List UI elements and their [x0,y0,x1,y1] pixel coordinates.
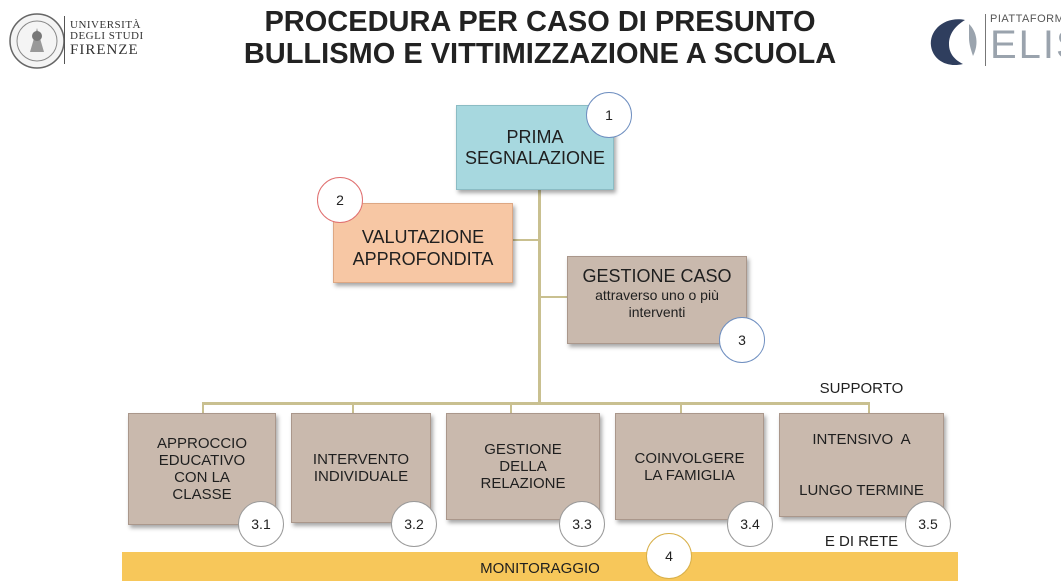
page-title: PROCEDURA PER CASO DI PRESUNTO BULLISMO … [180,6,900,70]
step2-number-badge: 2 [317,177,363,223]
intervention-3-3-number-badge: 3.3 [559,501,605,547]
intervention-3-2-number-badge: 3.2 [391,501,437,547]
step-gestione-caso: GESTIONE CASO attraverso uno o più inter… [567,256,747,344]
monitor-number-badge: 4 [646,533,692,579]
step3-label-line1: GESTIONE CASO [582,265,732,286]
intervention-supporto-intensivo: SUPPORTO INTENSIVO A LUNGO TERMINE E DI … [779,380,944,550]
connector-step3 [538,296,568,298]
university-name-line2: DEGLI STUDI [70,30,144,42]
step-valutazione-approfondita: VALUTAZIONE APPROFONDITA [333,203,513,283]
intervention-3-3-line3: RELAZIONE [480,475,566,492]
step1-number-badge: 1 [586,92,632,138]
intervention-3-3-line2: DELLA [499,458,547,475]
elisa-profile-icon [930,19,977,66]
intervention-3-1-line3: CON LA [174,469,230,486]
elisa-logo-divider [985,14,986,66]
intervention-3-1-number-badge: 3.1 [238,501,284,547]
step3-number-badge: 3 [719,317,765,363]
connector-step2 [512,239,540,241]
intervention-3-4-number-badge: 3.4 [727,501,773,547]
intervention-3-1-line2: EDUCATIVO [158,452,246,469]
step-monitoraggio: MONITORAGGIO [122,552,958,581]
intervention-3-1-line4: CLASSE [172,486,232,503]
page-title-line1: PROCEDURA PER CASO DI PRESUNTO [264,6,816,38]
intervention-3-5-line1: SUPPORTO [819,380,904,397]
step2-label-line1: VALUTAZIONE [361,227,485,247]
university-logo-divider [64,16,65,64]
monitor-label: MONITORAGGIO [480,560,600,577]
intervention-3-4-line2: LA FAMIGLIA [644,466,735,484]
university-name-line1: UNIVERSITÀ [70,19,141,31]
intervention-3-5-number-badge: 3.5 [905,501,951,547]
connector-3-5 [868,402,870,413]
step3-label-line2: attraverso uno o più [595,286,719,303]
elisa-logo [925,14,981,70]
intervention-3-4-line1: COINVOLGERE [634,449,745,467]
intervention-3-5-line4: E DI RETE [824,533,899,550]
connector-3-3 [510,402,512,413]
connector-3-2 [352,402,354,413]
intervention-3-5-line2: INTENSIVO A [812,431,911,448]
intervention-individuale: INTERVENTO INDIVIDUALE [291,413,431,523]
university-seal-icon [9,13,65,69]
elisa-logo-caption: PIATTAFORMA [990,13,1061,25]
connector-3-1 [202,402,204,413]
horizontal-connector [202,402,870,405]
step1-label-line2: SEGNALAZIONE [464,147,606,168]
intervention-3-2-line1: INTERVENTO [312,451,410,468]
step1-label-line1: PRIMA [506,126,564,147]
university-name-line3: FIRENZE [70,42,139,58]
intervention-coinvolgere-famiglia: COINVOLGERE LA FAMIGLIA [615,413,764,520]
university-name: UNIVERSITÀ DEGLI STUDI FIRENZE [70,19,144,59]
page-title-line2: BULLISMO E VITTIMIZZAZIONE A SCUOLA [243,38,837,70]
connector-3-4 [680,402,682,413]
step3-label-line3: interventi [628,303,686,320]
elisa-logo-name: ELISA [990,23,1061,67]
step2-label-line2: APPROFONDITA [352,249,494,269]
intervention-3-1-line1: APPROCCIO [156,435,247,452]
intervention-3-5-line3: LUNGO TERMINE [799,482,924,499]
intervention-3-3-line1: GESTIONE [484,441,562,458]
intervention-3-2-line2: INDIVIDUALE [313,468,409,485]
